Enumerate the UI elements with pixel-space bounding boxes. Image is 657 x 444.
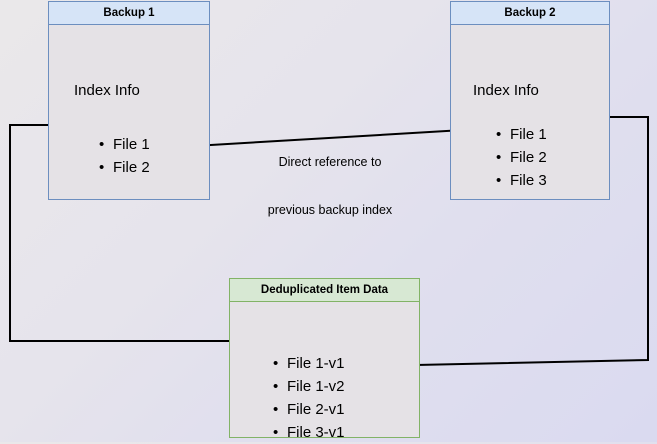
list-item: File 2-v1: [273, 398, 345, 421]
node-backup-2-header: Backup 2: [451, 2, 609, 25]
list-item: File 1: [496, 123, 547, 146]
list-item: File 2: [99, 156, 150, 179]
node-backup-1-index-info-label: Index Info: [74, 82, 140, 99]
edge-label-direct-reference: Direct reference to previous backup inde…: [245, 122, 415, 250]
node-deduplicated-item-data[interactable]: Deduplicated Item Data File 1-v1 File 1-…: [229, 278, 420, 444]
edge-label-line-1: Direct reference to: [278, 155, 382, 169]
node-deduplicated-file-list: File 1-v1 File 1-v2 File 2-v1 File 3-v1: [273, 352, 345, 444]
node-backup-1[interactable]: Backup 1 Index Info File 1 File 2: [48, 1, 210, 200]
node-deduplicated-item-data-body: File 1-v1 File 1-v2 File 2-v1 File 3-v1: [230, 302, 419, 444]
node-backup-1-body: Index Info File 1 File 2: [49, 25, 209, 199]
node-backup-2-body: Index Info File 1 File 2 File 3: [451, 25, 609, 199]
node-backup-2-index-info-label: Index Info: [473, 82, 539, 99]
node-deduplicated-item-data-header: Deduplicated Item Data: [230, 279, 419, 302]
list-item: File 3-v1: [273, 421, 345, 444]
node-backup-1-file-list: File 1 File 2: [99, 133, 150, 179]
list-item: File 3: [496, 169, 547, 192]
list-item: File 1-v2: [273, 375, 345, 398]
list-item: File 1-v1: [273, 352, 345, 375]
list-item: File 2: [496, 146, 547, 169]
node-backup-2[interactable]: Backup 2 Index Info File 1 File 2 File 3: [450, 1, 610, 200]
list-item: File 1: [99, 133, 150, 156]
edge-label-line-2: previous backup index: [267, 203, 393, 217]
node-backup-1-header: Backup 1: [49, 2, 209, 25]
node-backup-2-file-list: File 1 File 2 File 3: [496, 123, 547, 192]
